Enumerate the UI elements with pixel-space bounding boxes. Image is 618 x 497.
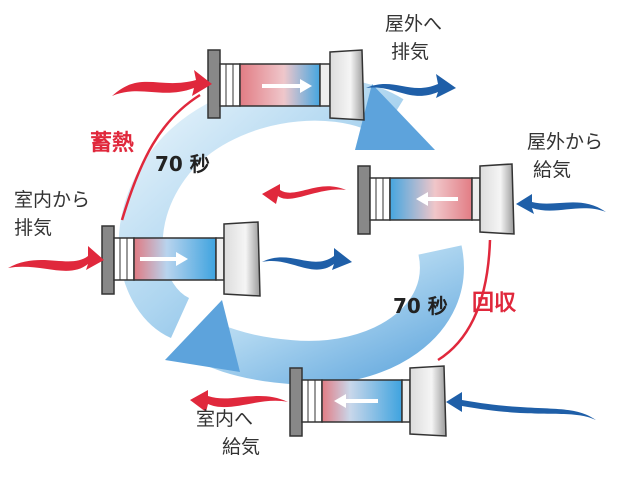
- ventilator-unit-top: [207, 49, 365, 121]
- label-supply-indoor: 室内へ 給気: [196, 405, 260, 461]
- cycle-ring-icon: [118, 76, 464, 385]
- label-line: 給気: [222, 436, 261, 458]
- label-supply-outdoor: 屋外から 給気: [527, 128, 603, 184]
- label-cycle-time-bottom: 70 秒: [393, 294, 448, 318]
- recovery-connector-line: [437, 239, 492, 362]
- cycle-arrowhead-top-icon: [355, 84, 435, 150]
- label-line: 室内から: [14, 189, 91, 211]
- blue-swoosh-arrow-icon: [262, 74, 606, 420]
- label-line: 排気: [391, 41, 430, 63]
- label-exhaust-outdoor: 屋外へ 排気: [385, 10, 442, 66]
- label-heat-recovery: 回収: [472, 291, 517, 316]
- ventilator-unit-bottom: [289, 365, 447, 437]
- label-line: 排気: [14, 217, 53, 239]
- label-line: 給気: [533, 159, 572, 181]
- label-cycle-time-top: 70 秒: [155, 152, 210, 176]
- label-line: 室内へ: [196, 408, 254, 430]
- label-heat-storage: 蓄熱: [90, 131, 135, 156]
- label-line: 屋外へ: [385, 13, 443, 35]
- red-swoosh-arrow-icon: [8, 70, 346, 412]
- cycle-arrowhead-bottom-icon: [165, 300, 240, 372]
- storage-connector-line: [120, 93, 201, 221]
- ventilator-unit-left: [101, 221, 261, 297]
- label-exhaust-indoor: 室内から 排気: [14, 186, 90, 242]
- ventilator-unit-right: [357, 163, 515, 235]
- label-line: 屋外から: [527, 131, 604, 153]
